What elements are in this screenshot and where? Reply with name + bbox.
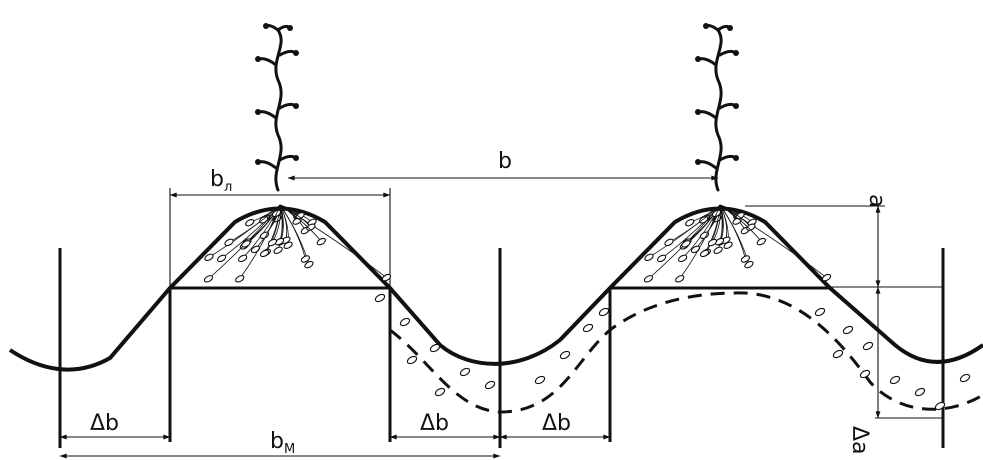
seed-grain bbox=[235, 275, 245, 283]
seed-grain bbox=[224, 238, 234, 247]
seed-grain bbox=[250, 245, 261, 254]
root-strand bbox=[704, 204, 721, 254]
seed-grain bbox=[216, 254, 227, 263]
svg-text:M: M bbox=[284, 442, 295, 457]
svg-text:л: л bbox=[224, 180, 232, 195]
label-delta-b-2: Δb bbox=[420, 411, 449, 436]
seed-grain bbox=[245, 218, 255, 227]
seed-grain bbox=[746, 223, 756, 231]
seed-grain bbox=[267, 238, 278, 247]
root-strand bbox=[719, 204, 827, 278]
seed-grain bbox=[203, 275, 214, 283]
seed-grain bbox=[259, 231, 270, 240]
root-zone-left bbox=[203, 204, 392, 283]
seed-grain bbox=[681, 240, 691, 248]
root-strand bbox=[228, 204, 281, 243]
ground-profile-line bbox=[8, 206, 983, 372]
root-strand bbox=[679, 204, 721, 280]
plant-right bbox=[695, 23, 739, 192]
seed-grain bbox=[241, 240, 251, 248]
seed-grain bbox=[656, 254, 667, 263]
seed-grain bbox=[699, 231, 710, 240]
root-strand bbox=[239, 204, 281, 280]
seed-grain bbox=[664, 238, 674, 247]
seed-grain bbox=[677, 254, 688, 263]
root-strand bbox=[264, 204, 281, 254]
seed-grain bbox=[259, 249, 270, 258]
plant-left bbox=[255, 23, 299, 192]
root-strand bbox=[279, 204, 306, 260]
label-b-l: b л bbox=[210, 167, 232, 195]
root-strand bbox=[668, 204, 721, 243]
seed-grain bbox=[204, 253, 214, 262]
seed-grain bbox=[644, 253, 654, 262]
label-delta-a: Δa bbox=[847, 426, 872, 455]
seed-grain bbox=[237, 254, 248, 263]
seed-grain bbox=[381, 273, 392, 282]
seed-grain bbox=[707, 238, 718, 247]
root-zone-right bbox=[643, 204, 832, 283]
label-delta-b-3: Δb bbox=[542, 411, 571, 436]
root-strand bbox=[719, 204, 746, 260]
seed-grain bbox=[740, 255, 751, 263]
seed-grain bbox=[690, 245, 701, 254]
furrow-seeds bbox=[374, 293, 971, 411]
seed-grain bbox=[273, 246, 283, 255]
seed-grain bbox=[306, 223, 316, 231]
seed-grain bbox=[685, 218, 695, 227]
seed-grain bbox=[756, 237, 766, 246]
label-b-m: b M bbox=[270, 429, 295, 457]
seed-grain bbox=[304, 260, 314, 269]
seed-grain bbox=[699, 249, 710, 258]
seed-grain bbox=[821, 273, 832, 282]
seed-grain bbox=[316, 237, 326, 246]
root-strand bbox=[719, 204, 762, 242]
label-delta-b-1: Δb bbox=[90, 411, 119, 436]
seed-grain bbox=[713, 246, 723, 255]
root-strand bbox=[279, 204, 322, 242]
seed-grain bbox=[300, 255, 311, 263]
svg-text:b: b bbox=[270, 429, 284, 454]
dashed-soil-boundary bbox=[389, 291, 983, 414]
svg-text:b: b bbox=[210, 167, 224, 192]
label-a: a bbox=[864, 194, 889, 207]
label-b: b bbox=[498, 149, 512, 174]
seed-grain bbox=[675, 275, 685, 283]
seed-grain bbox=[643, 275, 654, 283]
seed-grain bbox=[744, 260, 754, 269]
root-strand bbox=[279, 204, 387, 278]
